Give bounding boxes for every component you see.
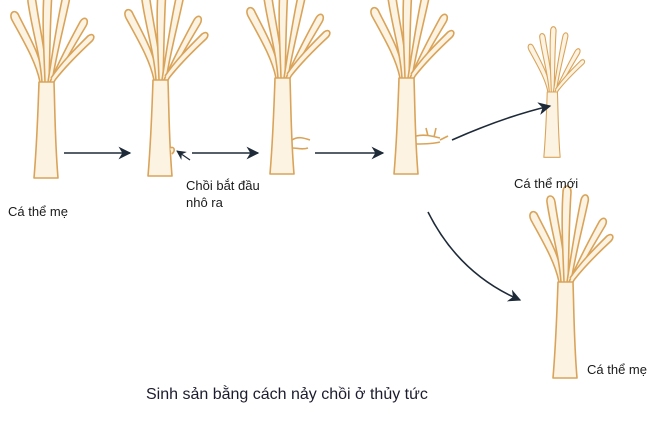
hydra-bud-growing [246, 0, 331, 175]
label-mother-start: Cá thể mẹ [8, 204, 68, 219]
label-new-individual: Cá thể mới [514, 176, 579, 191]
label-bud-line-1: Chồi bắt đầu [186, 178, 260, 193]
hydra-mother-end [529, 185, 614, 379]
arrow-to-new-individual [451, 102, 552, 141]
hydra-mother-start [10, 0, 95, 179]
arrow-bud-pointer [176, 150, 191, 161]
hydra-bud-developed [370, 0, 455, 175]
label-bud-line-2: nhô ra [186, 195, 223, 210]
label-mother-end: Cá thể mẹ [587, 362, 647, 377]
hydra-new-individual [527, 26, 586, 158]
diagram-caption: Sinh sản bằng cách nảy chồi ở thủy tức [146, 386, 428, 403]
hydra-bud-emerging [124, 0, 209, 177]
arrow-to-mother-end [427, 211, 522, 302]
